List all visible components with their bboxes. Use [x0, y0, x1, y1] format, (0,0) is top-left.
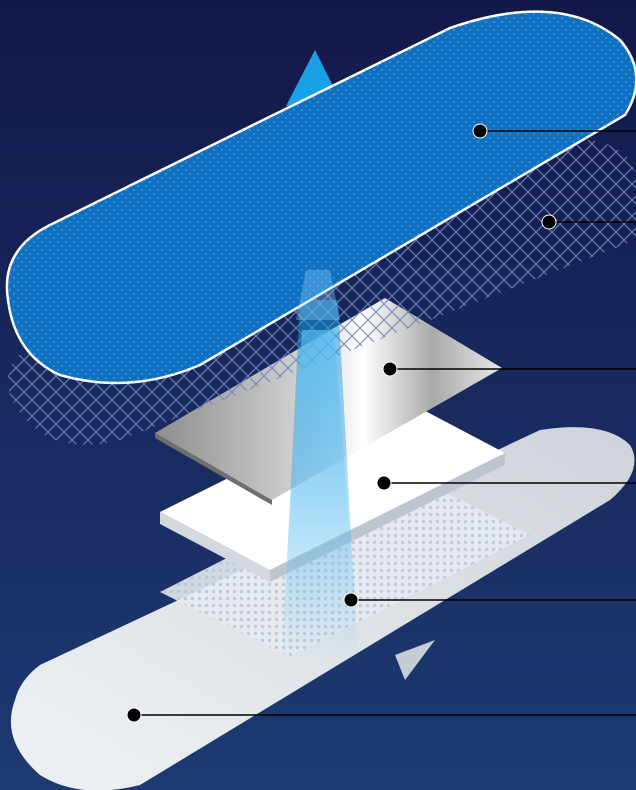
- bandage-layers-diagram: [0, 0, 636, 790]
